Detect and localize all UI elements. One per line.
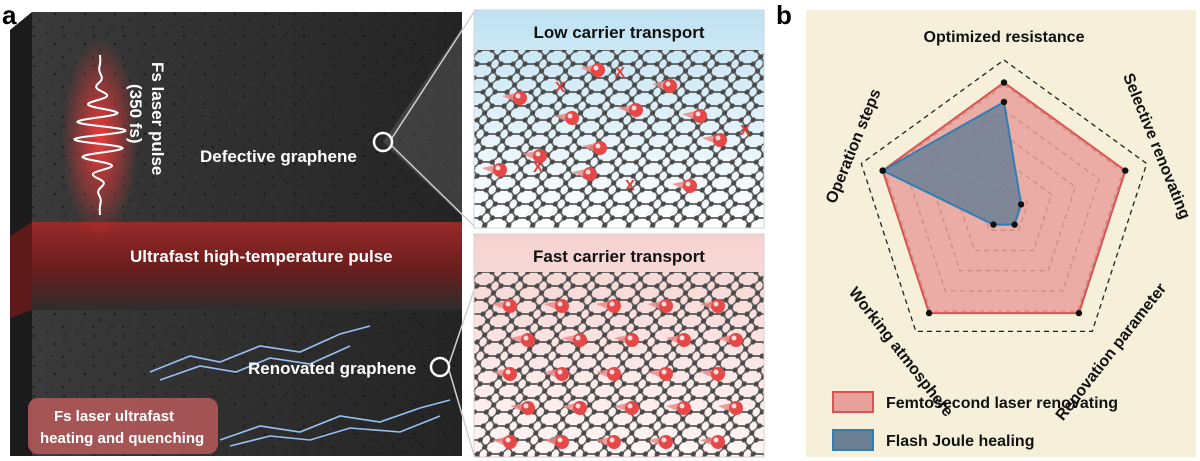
charge-carrier [648, 435, 673, 449]
panel-a-illustration: Fs laser pulse (350 fs) Defective graphe… [10, 9, 765, 458]
radar-series-area [880, 100, 1023, 226]
laser-pulse-glow [62, 38, 138, 238]
defective-graphene-label: Defective graphene [200, 147, 357, 166]
fast-transport-title: Fast carrier transport [533, 247, 705, 266]
charge-carrier [544, 435, 569, 449]
radar-axis-label: Optimized resistance [924, 29, 1085, 46]
charge-carrier [648, 299, 673, 313]
radar-grid-ring [979, 184, 1029, 231]
radar-grid-ring [908, 109, 1100, 292]
pulse-band [32, 222, 462, 310]
charge-carrier [582, 141, 607, 155]
legend-swatch [832, 429, 874, 451]
radar-point [1011, 221, 1018, 228]
defect-mark: X [555, 79, 565, 96]
laser-pulse-label: Fs laser pulse [148, 62, 167, 175]
heating-box-line2: heating and quenching [40, 430, 204, 447]
charge-carrier [544, 367, 569, 381]
radar-axis-label: Selective renovating [1119, 71, 1193, 222]
charge-carrier [596, 367, 621, 381]
charge-carrier [580, 63, 605, 77]
radar-point [1017, 201, 1025, 208]
radar-grid [860, 59, 1148, 333]
radar-point [1000, 79, 1008, 86]
radar-point [879, 167, 886, 174]
defect-mark: X [615, 64, 625, 81]
charge-carrier [492, 367, 517, 381]
charge-carrier [700, 299, 725, 313]
charge-carrier [562, 333, 587, 347]
radar-background [806, 10, 1196, 457]
charge-carrier [672, 179, 697, 193]
charge-carrier [544, 299, 569, 313]
charge-carrier [614, 333, 639, 347]
legend-label: Flash Joule healing [886, 433, 1034, 450]
defect-mark: X [625, 177, 635, 194]
defective-zoom-circle [372, 131, 394, 153]
radar-series-area [881, 81, 1127, 315]
charge-carrier [482, 163, 507, 177]
charge-carrier [562, 401, 587, 415]
radar-point [1122, 167, 1129, 174]
radar-point [990, 221, 997, 228]
charge-carrier [554, 111, 579, 125]
radar-axis-label: Renovation parameter [1053, 280, 1170, 424]
fast-transport-panel [474, 234, 764, 457]
charge-carrier [718, 401, 743, 415]
low-transport-title: Low carrier transport [534, 23, 705, 42]
radar-grid-ring [931, 134, 1077, 272]
panel-a-letter: a [2, 0, 17, 30]
radar-point [879, 167, 886, 174]
radar-grid-ring [884, 84, 1124, 312]
radar-grid-ring [860, 59, 1148, 333]
charge-carrier [572, 167, 597, 181]
laser-waveform [73, 54, 127, 216]
defect-mark: X [533, 159, 543, 176]
charge-carrier [666, 401, 691, 415]
charge-carrier [648, 367, 673, 381]
charge-carrier [682, 109, 707, 123]
charge-carrier [700, 435, 725, 449]
charge-carrier [618, 103, 643, 117]
heating-box-line1: Fs laser ultrafast [54, 408, 174, 425]
lightning-arcs [149, 325, 451, 447]
radar-axis-label: Working atmosphere [845, 284, 956, 420]
charge-carrier [502, 91, 527, 105]
charge-carrier [614, 401, 639, 415]
panel-b-letter: b [776, 0, 792, 30]
charge-carrier [492, 299, 517, 313]
charge-carrier [510, 333, 535, 347]
legend-swatch [832, 391, 874, 413]
charge-carrier [666, 333, 691, 347]
radar-grid-ring [955, 159, 1053, 252]
defect-mark: X [740, 122, 750, 139]
heating-box [28, 398, 218, 454]
radar-axis-label: Operation steps [823, 87, 884, 206]
radar-point [1075, 309, 1083, 317]
charge-carrier [702, 133, 727, 147]
laser-pulse-duration: (350 fs) [126, 84, 145, 144]
charge-carrier [596, 299, 621, 313]
renovated-zoom-circle [429, 356, 451, 378]
charge-carrier [700, 367, 725, 381]
radar-point [1000, 98, 1008, 106]
charge-carrier [718, 333, 743, 347]
charge-carrier [510, 401, 535, 415]
charge-carrier [596, 435, 621, 449]
renovated-graphene-label: Renovated graphene [248, 359, 416, 378]
charge-carrier [492, 435, 517, 449]
pulse-band-label: Ultrafast high-temperature pulse [130, 247, 393, 266]
charge-carrier [652, 79, 677, 93]
radar-point [925, 309, 933, 317]
low-transport-panel: X X X X X [474, 10, 764, 228]
charge-carrier [522, 149, 547, 163]
legend-label: Femtosecond laser renovating [886, 395, 1118, 412]
